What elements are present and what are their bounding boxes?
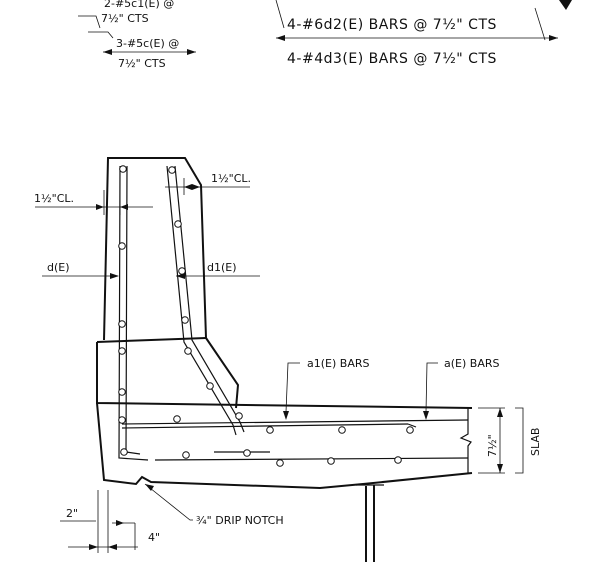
top-right-callout: 4-#6d2(E) BARS @ 7½" CTS 4-#4d3(E) BARS … bbox=[275, 0, 572, 67]
note-4d3: 4-#4d3(E) BARS @ 7½" CTS bbox=[287, 51, 497, 67]
bar-dot bbox=[119, 165, 127, 173]
bar-dot bbox=[181, 316, 189, 324]
dimensions: 1½"CL. 1½"CL. d(E) d1(E) a1(E) BARS a(E)… bbox=[34, 172, 542, 553]
clear-cover-left: 1½"CL. bbox=[34, 192, 74, 205]
bar-dot bbox=[118, 416, 126, 424]
dim-4-in: 4" bbox=[148, 531, 160, 544]
bar-dot bbox=[206, 382, 214, 390]
bar-dot bbox=[182, 451, 190, 459]
label-d-e: d(E) bbox=[47, 261, 70, 274]
concrete-outline bbox=[96, 157, 473, 562]
bar-dot bbox=[118, 347, 126, 355]
label-a-bars: a(E) BARS bbox=[444, 357, 499, 370]
bar-dot bbox=[266, 426, 274, 434]
reinforcement bbox=[118, 165, 469, 461]
bar-dot bbox=[173, 415, 181, 423]
bar-dot bbox=[118, 388, 126, 396]
bar-dot bbox=[243, 449, 251, 457]
bar-dot bbox=[276, 459, 284, 467]
bar-dot bbox=[118, 242, 126, 250]
drip-notch-label: ¾" DRIP NOTCH bbox=[196, 514, 284, 527]
dim-2-in: 2" bbox=[66, 507, 78, 520]
note-5c1-line2: 7½" CTS bbox=[101, 12, 149, 25]
bar-dot bbox=[394, 456, 402, 464]
bar-dot bbox=[235, 412, 243, 420]
label-a1-bars: a1(E) BARS bbox=[307, 357, 369, 370]
bar-dot bbox=[338, 426, 346, 434]
label-d1-e: d1(E) bbox=[207, 261, 237, 274]
bar-dot bbox=[327, 457, 335, 465]
bar-dot bbox=[184, 347, 192, 355]
bar-dot bbox=[118, 320, 126, 328]
bar-dot bbox=[406, 426, 414, 434]
slab-thickness: 7½" bbox=[486, 434, 499, 457]
note-6d2: 4-#6d2(E) BARS @ 7½" CTS bbox=[287, 17, 497, 33]
clear-cover-right: 1½"CL. bbox=[211, 172, 251, 185]
note-5c1-line1: 2-#5c1(E) @ bbox=[104, 0, 174, 10]
note-5c-line2: 7½" CTS bbox=[118, 57, 166, 70]
top-left-callout: 2-#5c1(E) @ 7½" CTS 3-#5c(E) @ 7½" CTS bbox=[78, 0, 196, 70]
bar-dot bbox=[174, 220, 182, 228]
slab-label: SLAB bbox=[529, 428, 542, 456]
bar-dot bbox=[168, 166, 176, 174]
bar-dot bbox=[120, 448, 128, 456]
note-5c-line1: 3-#5c(E) @ bbox=[116, 37, 179, 50]
